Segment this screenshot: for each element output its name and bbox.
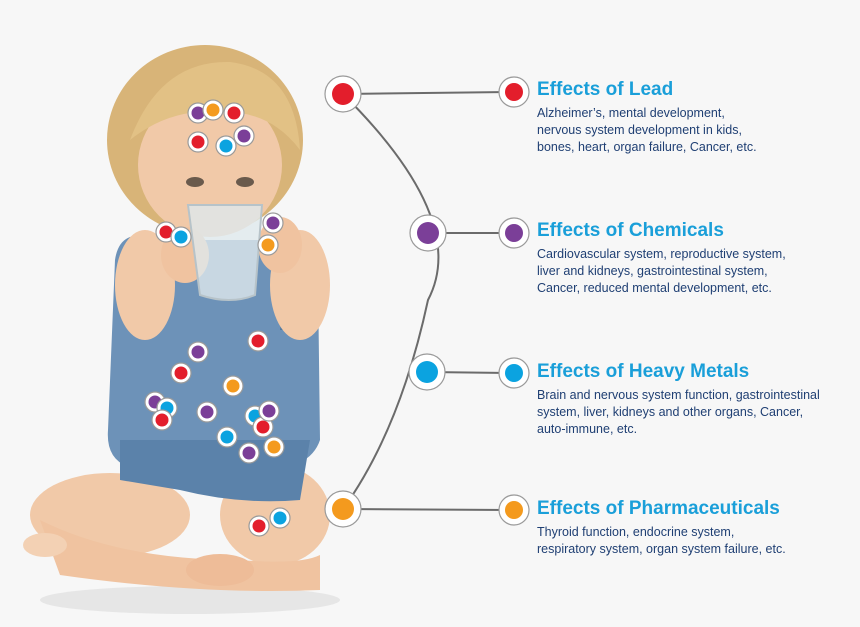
body-marker-blue — [216, 426, 238, 448]
section-title-pharmaceuticals: Effects of Pharmaceuticals — [537, 498, 780, 519]
section-title-lead: Effects of Lead — [537, 79, 674, 100]
child-figure — [23, 45, 340, 614]
connector-arc — [342, 93, 440, 510]
body-marker-orange — [202, 99, 224, 121]
connector-line-0 — [342, 91, 515, 95]
title-bullets — [498, 76, 530, 526]
body-marker-orange — [263, 436, 285, 458]
body-marker-purple — [233, 125, 255, 147]
body-marker-red — [187, 131, 209, 153]
connector-line-3 — [342, 508, 515, 511]
category-nodes — [324, 75, 447, 528]
body-marker-orange — [222, 375, 244, 397]
body-marker-purple — [196, 401, 218, 423]
body-marker-purple — [258, 400, 280, 422]
section-body-pharmaceuticals: Thyroid function, endocrine system, resp… — [537, 525, 786, 556]
section-title-heavy-metals: Effects of Heavy Metals — [537, 361, 750, 382]
section-title-chemicals: Effects of Chemicals — [537, 220, 724, 241]
body-marker-red — [247, 330, 269, 352]
title-bullet-blue — [498, 357, 530, 389]
section-lead: Effects of Lead Alzheimer’s, mental deve… — [537, 79, 837, 156]
section-chemicals: Effects of Chemicals Cardiovascular syst… — [537, 220, 837, 297]
node-circle-orange — [324, 490, 362, 528]
body-marker-red — [223, 102, 245, 124]
section-body-heavy-metals: Brain and nervous system function, gastr… — [537, 388, 820, 436]
body-marker-purple — [187, 341, 209, 363]
body-marker-purple — [238, 442, 260, 464]
section-heavy-metals: Effects of Heavy Metals Brain and nervou… — [537, 361, 837, 438]
section-pharmaceuticals: Effects of Pharmaceuticals Thyroid funct… — [537, 498, 837, 558]
body-marker-blue — [269, 507, 291, 529]
section-body-lead: Alzheimer’s, mental development, nervous… — [537, 106, 757, 154]
body-markers — [144, 99, 291, 537]
connector-lines — [342, 91, 515, 511]
node-circle-red — [324, 75, 362, 113]
body-marker-purple — [262, 212, 284, 234]
node-circle-blue — [408, 353, 446, 391]
title-bullet-purple — [498, 217, 530, 249]
section-body-chemicals: Cardiovascular system, reproductive syst… — [537, 247, 786, 295]
body-marker-blue — [215, 135, 237, 157]
title-bullet-orange — [498, 494, 530, 526]
body-marker-red — [170, 362, 192, 384]
body-marker-orange — [257, 234, 279, 256]
node-circle-purple — [409, 214, 447, 252]
body-marker-red — [248, 515, 270, 537]
title-bullet-red — [498, 76, 530, 108]
body-marker-red — [252, 416, 274, 438]
body-marker-red — [151, 409, 173, 431]
body-marker-blue — [170, 226, 192, 248]
